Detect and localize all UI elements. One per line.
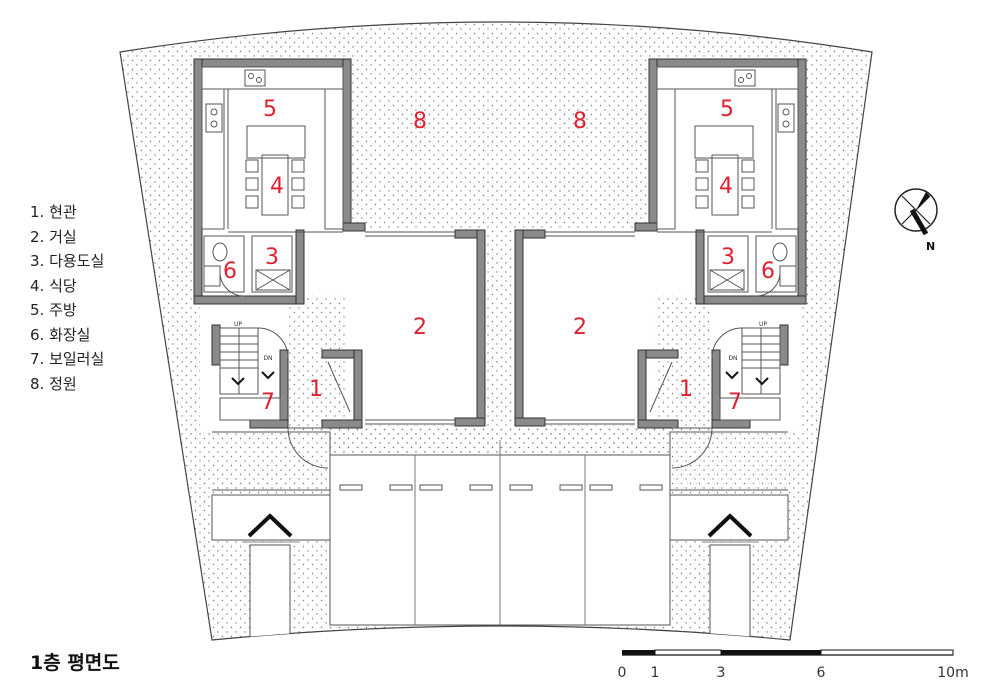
stair-down-label: DN (728, 355, 737, 362)
room-number-bathroom: 6 (761, 259, 775, 284)
room-number-entrance: 1 (309, 377, 323, 402)
stair-up-label: UP (759, 321, 767, 328)
room-number-bathroom: 6 (223, 259, 237, 284)
legend-item: 3. 다용도실 (30, 252, 105, 270)
legend-item: 5. 주방 (30, 301, 77, 319)
room-number-entrance: 1 (679, 377, 693, 402)
room-number-boiler: 7 (261, 390, 275, 415)
parking-area (211, 428, 789, 640)
room-number-utility: 3 (265, 245, 279, 270)
room-number-dining: 4 (719, 174, 733, 199)
room-number-living: 2 (573, 315, 587, 340)
plan-title: 1층 평면도 (30, 652, 120, 674)
scale-label: 6 (817, 665, 826, 681)
room-number-living: 2 (413, 315, 427, 340)
stair-up-label: UP (234, 321, 242, 328)
room-number-boiler: 7 (728, 390, 742, 415)
legend-item: 2. 거실 (30, 227, 77, 246)
legend-item: 4. 식당 (30, 276, 77, 295)
stair-down-label: DN (263, 355, 272, 362)
legend-item: 1. 현관 (30, 203, 77, 221)
north-label: N (926, 240, 935, 253)
room-legend: 1. 현관 2. 거실 3. 다용도실 4. 식당 5. 주방 6. 화장실 7… (30, 200, 104, 396)
room-number-garden: 8 (413, 109, 427, 134)
room-number-dining: 4 (270, 174, 284, 199)
scale-label: 0 (618, 665, 627, 681)
scale-label: 10m (937, 665, 968, 681)
room-number-utility: 3 (721, 245, 735, 270)
room-number-kitchen: 5 (720, 97, 734, 122)
stair-labels: UP DN UP DN (234, 321, 767, 362)
room-number-kitchen: 5 (263, 97, 277, 122)
scale-bar: 0 1 3 6 10m (618, 649, 969, 681)
north-arrow: N (894, 188, 938, 253)
scale-label: 3 (717, 665, 726, 681)
legend-item: 7. 보일러실 (30, 350, 105, 368)
legend-item: 6. 화장실 (30, 325, 91, 344)
room-numbers: 8 8 2 2 5 5 4 4 3 3 6 6 1 1 7 7 (223, 97, 775, 415)
legend-item: 8. 정원 (30, 374, 77, 393)
scale-label: 1 (651, 665, 660, 681)
room-number-garden: 8 (573, 109, 587, 134)
